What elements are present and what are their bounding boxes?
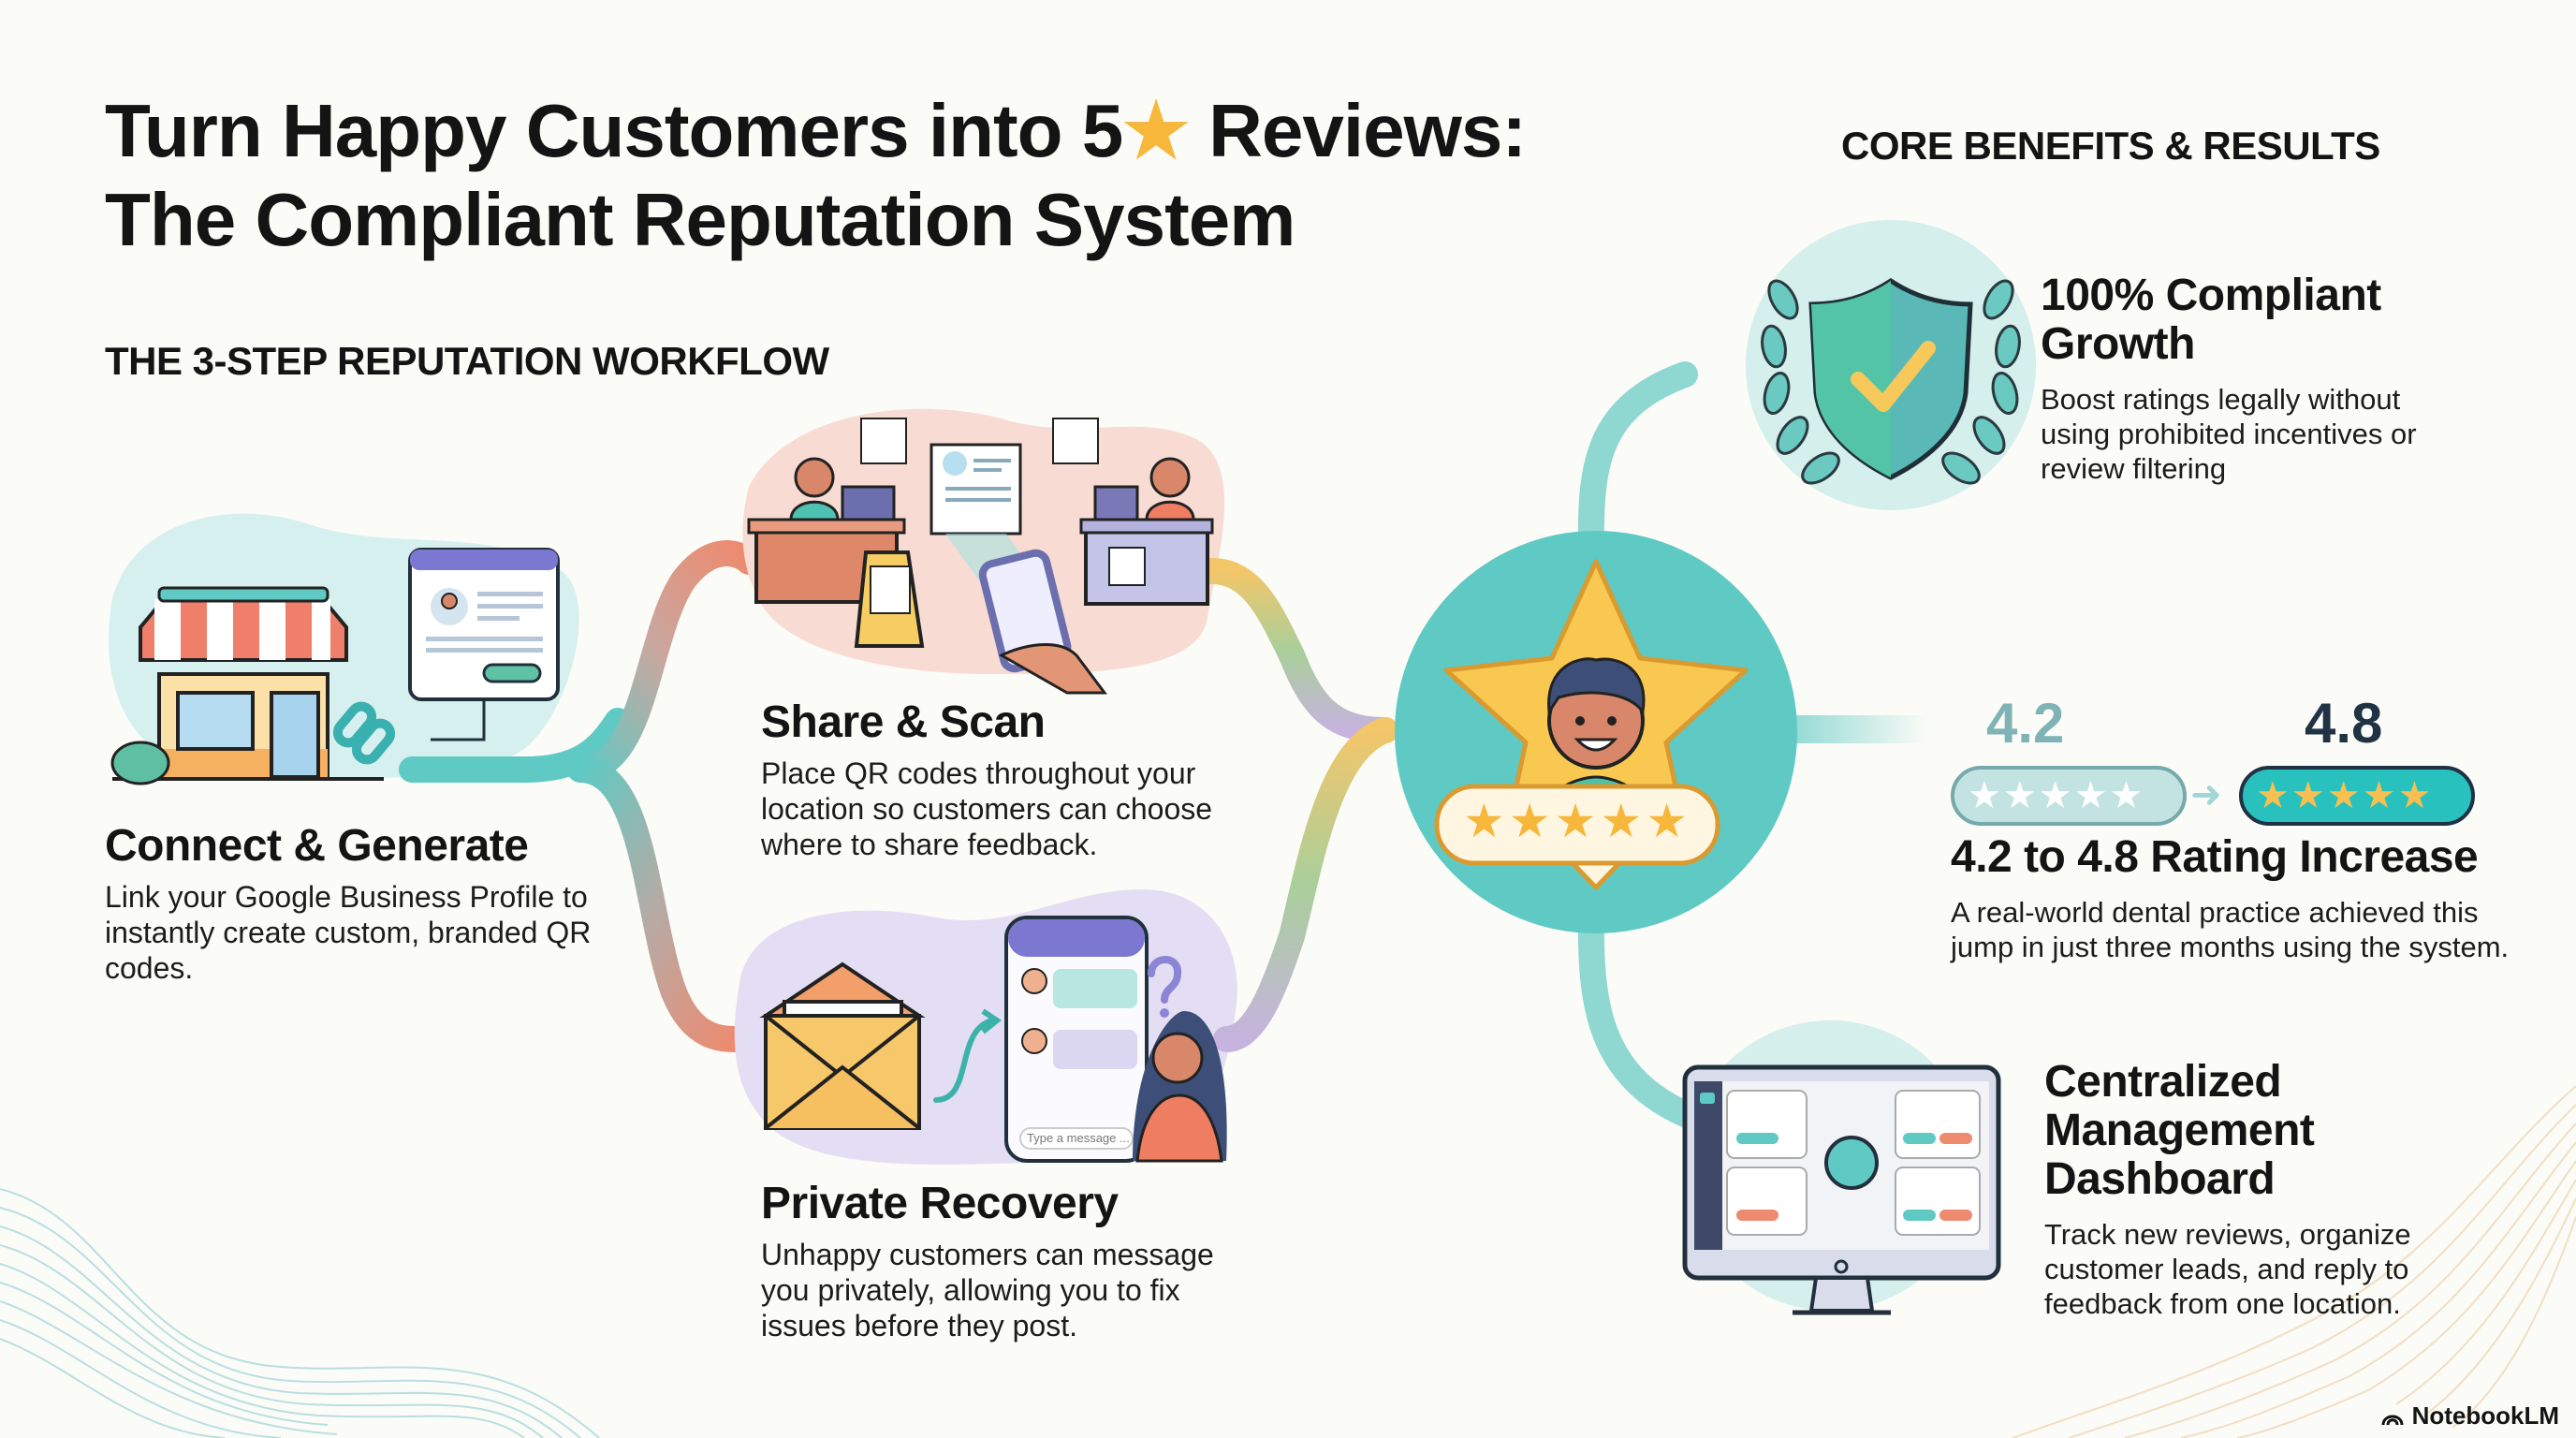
step-share-scan: Share & Scan Place QR codes throughout y… (761, 697, 1266, 862)
profile-window (408, 548, 560, 741)
step-private-recovery: Private Recovery Unhappy customers can m… (761, 1178, 1266, 1343)
private-recovery-illustration (759, 916, 1227, 1163)
benefit-title: 4.2 to 4.8 Rating Increase (1951, 832, 2479, 882)
notebooklm-brand: NotebookLM (2380, 1401, 2559, 1431)
step-title: Private Recovery (761, 1179, 1119, 1228)
step-description: Unhappy customers can message you privat… (761, 1238, 1214, 1343)
step-title: Share & Scan (761, 697, 1046, 747)
rating-before-bar: ★★★★★ (1951, 766, 2187, 826)
step-description: Place QR codes throughout your location … (761, 756, 1213, 861)
notebooklm-logo-icon (2381, 1415, 2404, 1425)
workflow-heading: THE 3-STEP REPUTATION WORKFLOW (105, 339, 829, 383)
rating-after-bar: ★★★★★ (2239, 766, 2475, 826)
benefit-description: Boost ratings legally without using proh… (2041, 383, 2417, 485)
benefit-description: Track new reviews, organize customer lea… (2044, 1218, 2411, 1320)
rating-before-value: 4.2 (1986, 692, 2065, 755)
page-title: Turn Happy Customers into 5★ Reviews: Th… (105, 86, 1527, 264)
benefit-description: A real-world dental practice achieved th… (1951, 896, 2510, 963)
benefit-centralized-dashboard: Centralized Management Dashboard Track n… (2044, 1058, 2475, 1321)
benefit-compliant-growth: 100% Compliant Growth Boost ratings lega… (2041, 271, 2471, 486)
step-title: Connect & Generate (105, 821, 529, 871)
hub-five-star-rating: ★★★★★ (1462, 795, 1692, 847)
step-description: Link your Google Business Profile to ins… (105, 880, 592, 985)
arrow-right-icon: ➜ (2190, 774, 2222, 815)
step-connect-generate: Connect & Generate Link your Google Busi… (105, 820, 629, 986)
share-scan-illustration (747, 418, 1214, 695)
storefront-illustration (110, 586, 384, 785)
title-line-2: The Compliant Reputation System (105, 178, 1295, 261)
benefit-title: 100% Compliant Growth (2041, 271, 2381, 369)
benefit-rating-increase: 4.2 to 4.8 Rating Increase A real-world … (1951, 833, 2512, 964)
chain-link (332, 701, 396, 765)
star-icon: ★ (1122, 89, 1190, 172)
chat-input-placeholder: Type a message ... (1027, 1131, 1130, 1145)
benefit-title: Centralized Management Dashboard (2044, 1057, 2315, 1204)
title-line-1: Turn Happy Customers into 5★ Reviews: (105, 89, 1527, 172)
rating-after-value: 4.8 (2305, 692, 2383, 755)
benefits-heading: CORE BENEFITS & RESULTS (1841, 124, 2380, 168)
